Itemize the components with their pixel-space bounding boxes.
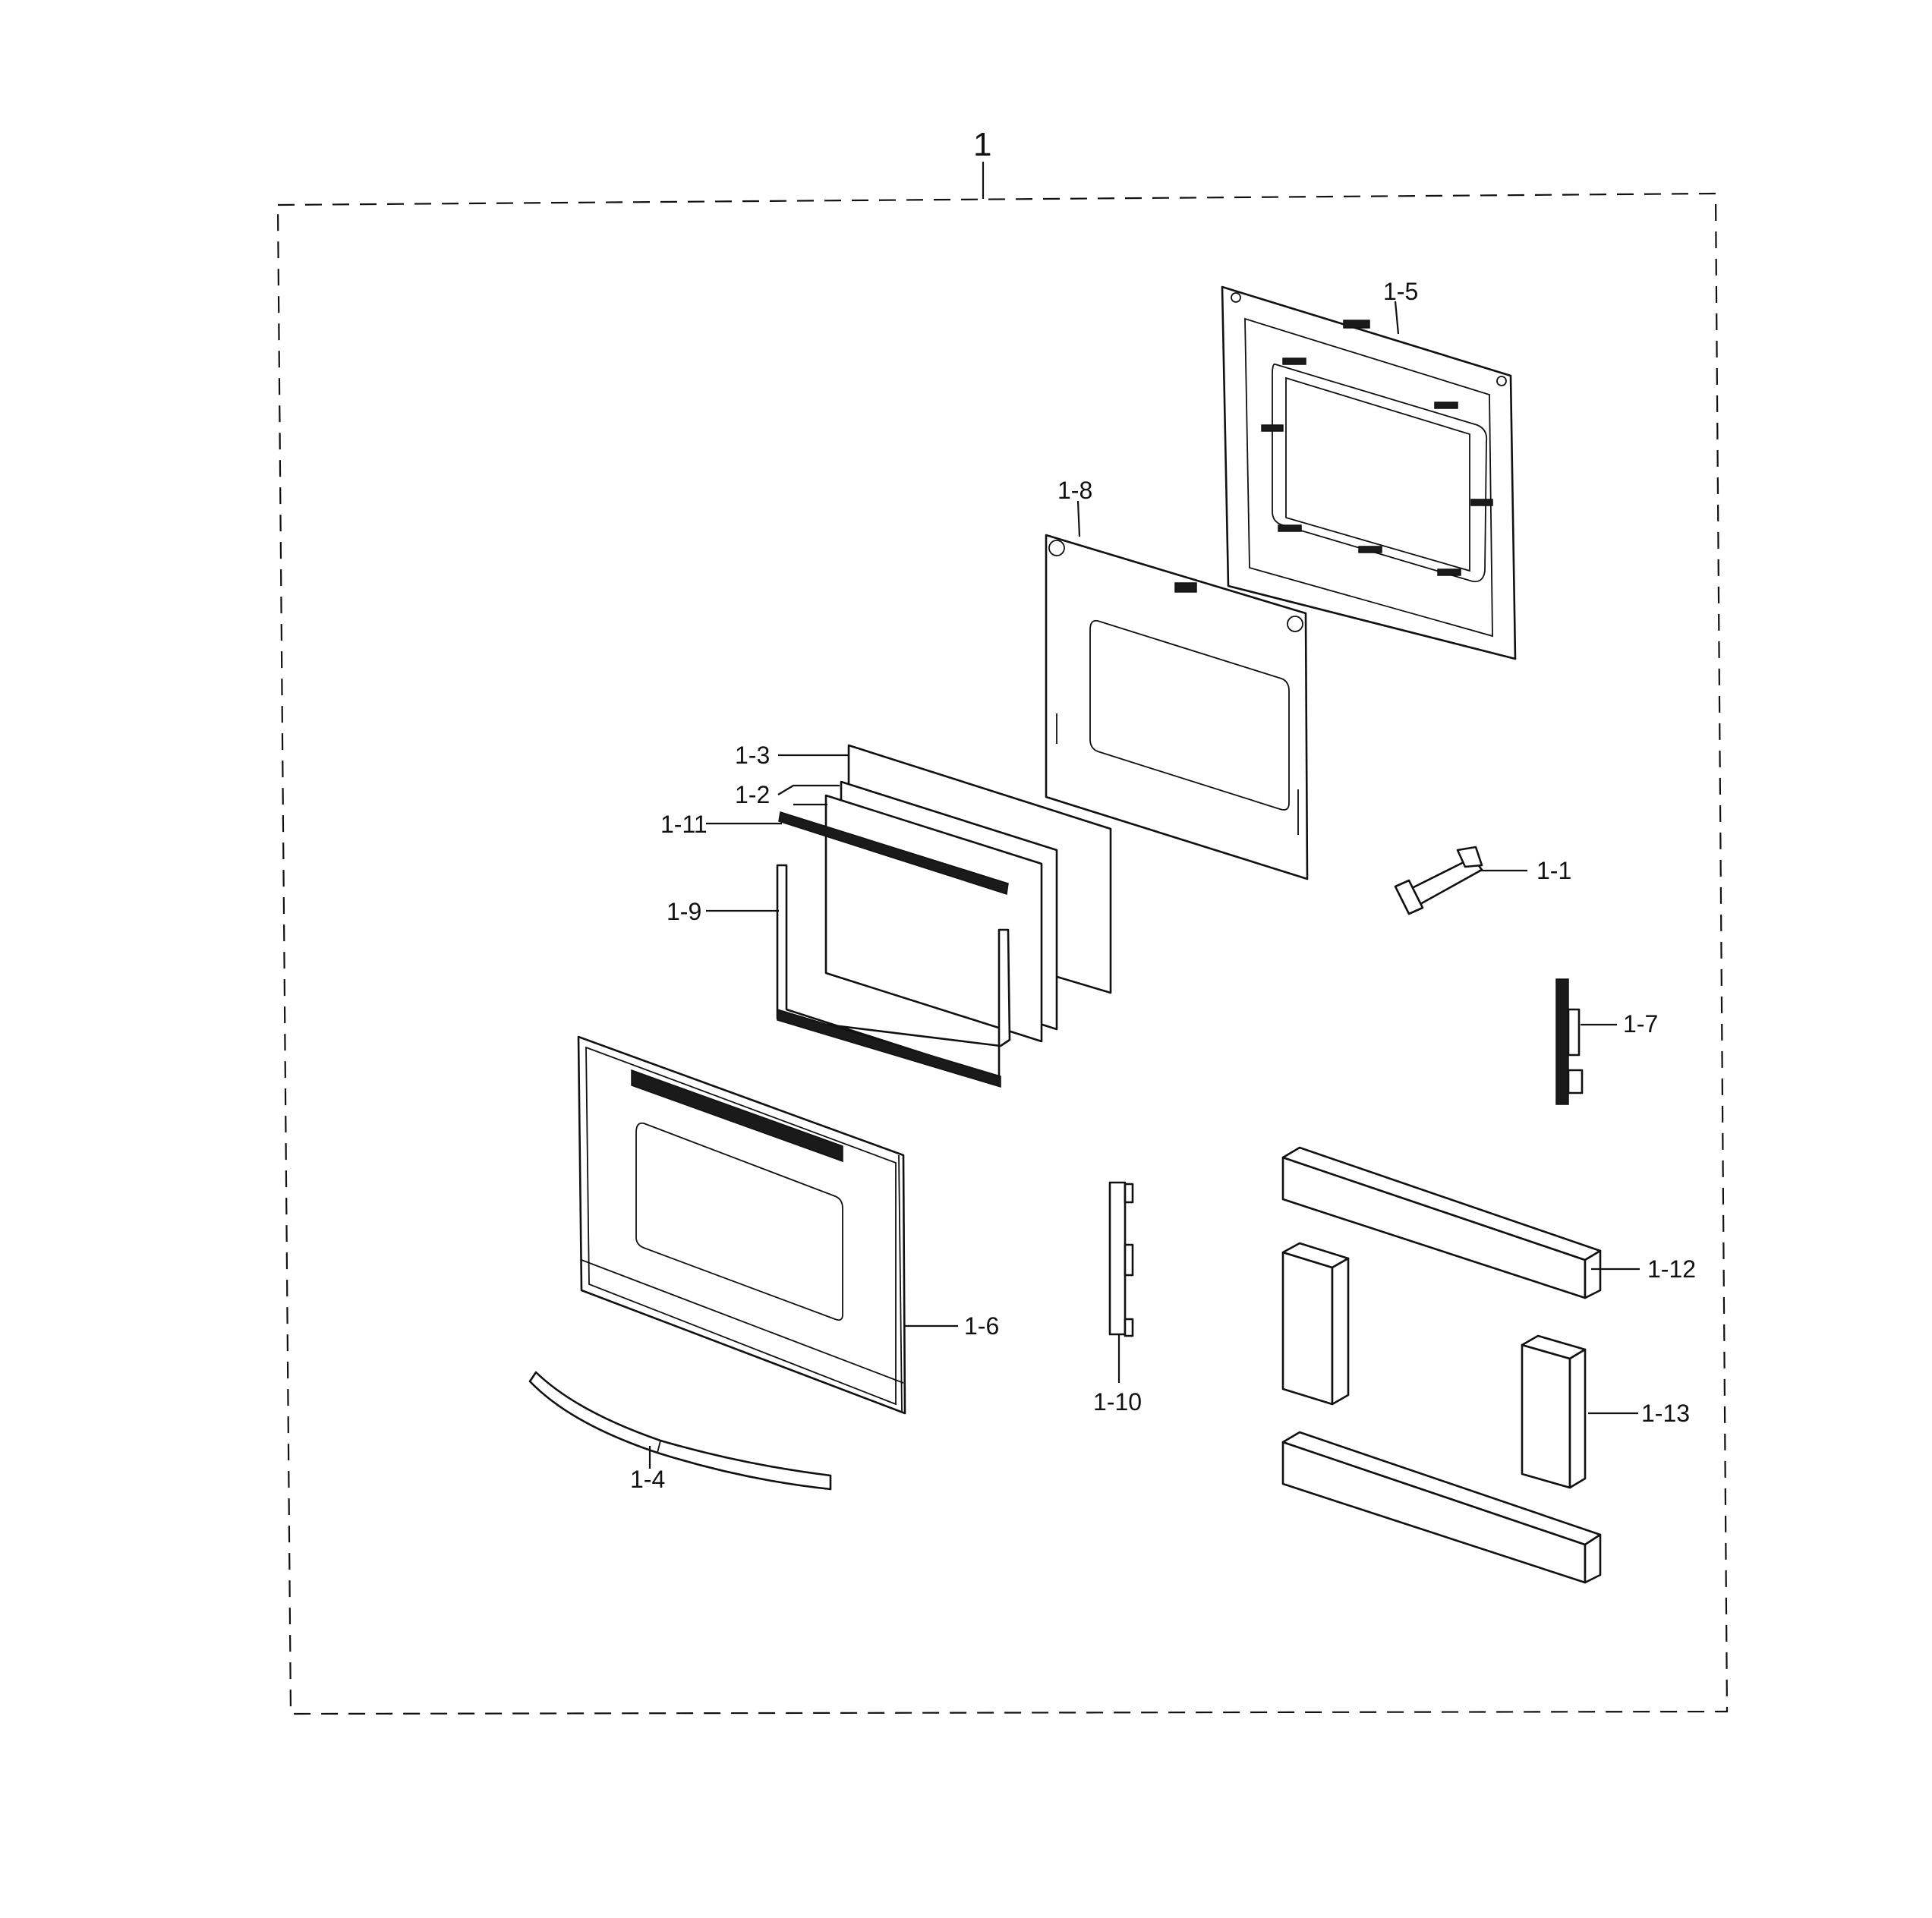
- part-label-1-12: 1-12: [1647, 1255, 1696, 1283]
- part-packing-blocks: [1281, 1242, 1602, 1584]
- part-door-handle: [528, 1371, 832, 1491]
- part-label-1-4: 1-4: [630, 1466, 665, 1493]
- part-label-1-11: 1-11: [660, 811, 708, 838]
- part-trim-strip: [778, 811, 1009, 895]
- part-mounting-bracket: [1108, 1181, 1134, 1337]
- part-door-liner: [1045, 534, 1309, 880]
- part-outer-door: [577, 1035, 906, 1415]
- part-label-1-6: 1-6: [964, 1312, 999, 1340]
- assembly-label: 1: [973, 126, 991, 163]
- part-label-1-1: 1-1: [1536, 857, 1571, 884]
- assembly-boundary: 1: [276, 126, 1729, 1715]
- part-glass-frame: [776, 864, 1011, 1088]
- part-label-1-10: 1-10: [1093, 1388, 1142, 1416]
- part-label-1-2: 1-2: [735, 781, 770, 808]
- part-label-1-5: 1-5: [1383, 278, 1418, 305]
- part-label-1-3: 1-3: [735, 742, 770, 769]
- part-hinge-receiver: [1555, 978, 1584, 1105]
- part-hinge: [1394, 846, 1483, 915]
- part-packing-long: [1281, 1146, 1602, 1299]
- part-label-1-9: 1-9: [667, 898, 701, 925]
- part-inner-door-frame: [1221, 285, 1517, 660]
- part-label-1-7: 1-7: [1623, 1010, 1658, 1038]
- part-label-1-8: 1-8: [1057, 477, 1092, 504]
- part-label-1-13: 1-13: [1641, 1400, 1690, 1427]
